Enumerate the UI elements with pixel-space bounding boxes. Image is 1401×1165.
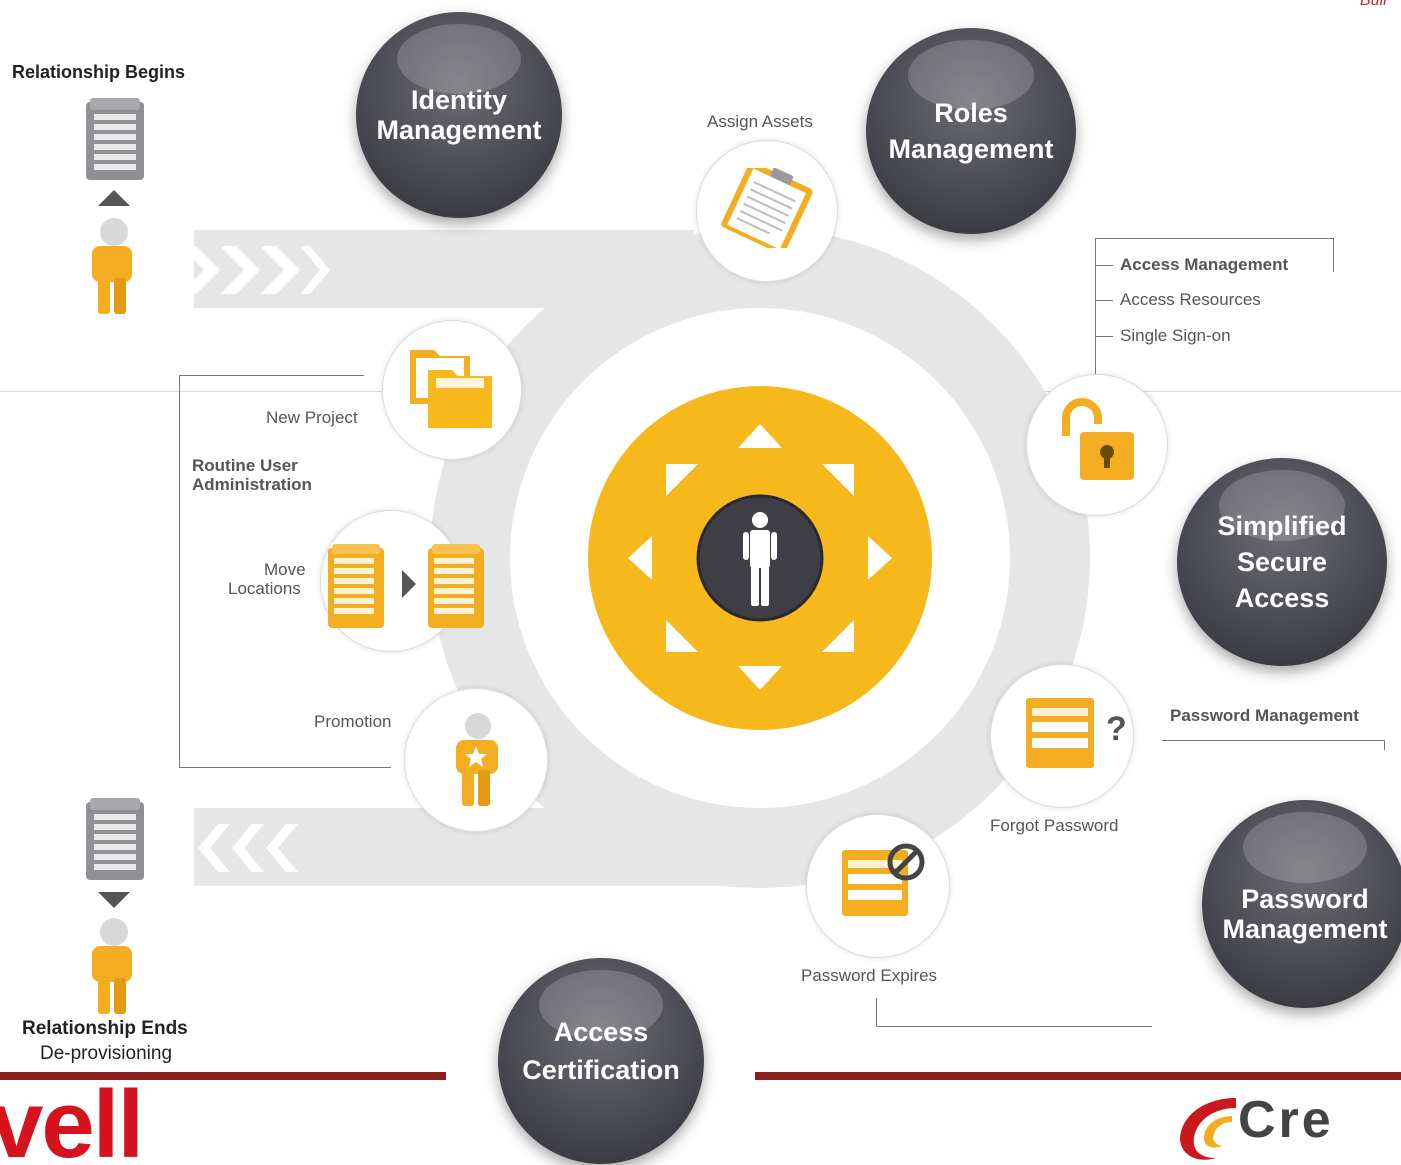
- back-chevrons-icon: [166, 824, 298, 872]
- crest-logo-text: Cre: [1238, 1094, 1334, 1149]
- bubble-line: Secure: [1236, 546, 1328, 577]
- move-label: Move: [264, 560, 306, 579]
- forward-chevrons-icon: [180, 246, 330, 294]
- password-bracket-top: [1162, 740, 1384, 741]
- blocked-card-icon: [842, 843, 925, 916]
- building-icon: [86, 798, 144, 880]
- password-card-icon: ?: [1026, 698, 1127, 768]
- padlock-icon: [1062, 398, 1134, 480]
- password-management-bubble[interactable]: Password Management: [1202, 800, 1401, 1008]
- move-buildings-icon: [328, 544, 484, 628]
- bubble-line: Identity: [410, 84, 507, 115]
- bubble-line: Management: [376, 115, 542, 145]
- tick: [1095, 300, 1113, 301]
- access-management-label: Access Management: [1120, 255, 1289, 274]
- password-management-label: Password Management: [1170, 706, 1359, 725]
- promotion-label: Promotion: [314, 712, 392, 731]
- bubble-line: Access: [1234, 583, 1330, 614]
- corner-text: Buil: [1360, 0, 1387, 9]
- down-arrow-icon: [98, 892, 130, 908]
- person-icon: [92, 918, 132, 1014]
- access-bracket-left: [1095, 238, 1096, 374]
- bubble-line: Management: [1222, 914, 1388, 944]
- central-compass: [588, 386, 932, 730]
- bubble-line: Simplified: [1217, 510, 1347, 541]
- admin-bracket-bottom: [179, 767, 391, 768]
- assign-assets-label: Assign Assets: [707, 112, 813, 131]
- routine-admin-label: Administration: [192, 475, 312, 494]
- folder-icon: [410, 350, 492, 428]
- simplified-secure-access-bubble[interactable]: Simplified Secure Access: [1177, 458, 1387, 666]
- access-bracket-top: [1095, 238, 1333, 239]
- crest-logo: Cre: [1176, 1094, 1401, 1165]
- deprovisioning-label: De-provisioning: [40, 1043, 173, 1064]
- novell-logo-text: vell: [0, 1076, 144, 1165]
- novell-logo: vell: [0, 1076, 180, 1165]
- clipboard-icon: [721, 168, 813, 248]
- password-bracket-bottom: [876, 1026, 1152, 1027]
- bubble-line: Certification: [522, 1055, 680, 1085]
- bubble-line: Access: [553, 1016, 649, 1047]
- forgot-password-label: Forgot Password: [990, 816, 1119, 835]
- locations-label: Locations: [228, 579, 301, 598]
- routine-admin-label: Routine User: [192, 456, 298, 475]
- roles-management-bubble[interactable]: Roles Management: [866, 28, 1076, 234]
- bubble-line: Management: [888, 134, 1054, 164]
- relationship-begins-label: Relationship Begins: [12, 62, 186, 82]
- bubble-line: Password: [1241, 883, 1369, 914]
- access-certification-bubble[interactable]: Access Certification: [498, 958, 704, 1164]
- password-expires-label: Password Expires: [801, 966, 938, 985]
- new-project-label: New Project: [266, 408, 358, 427]
- access-resources-label: Access Resources: [1120, 290, 1261, 309]
- footer-bar-right: [755, 1072, 1401, 1080]
- tick: [1095, 336, 1113, 337]
- onboarding-band: [194, 230, 694, 308]
- building-icon: [86, 98, 144, 180]
- single-sign-on-label: Single Sign-on: [1120, 326, 1231, 345]
- svg-text:?: ?: [1106, 710, 1127, 748]
- identity-management-bubble[interactable]: Identity Management: [356, 12, 562, 218]
- bubble-line: Roles: [934, 97, 1008, 128]
- access-bracket-right: [1333, 238, 1334, 272]
- up-arrow-icon: [98, 190, 130, 206]
- footer-bar-left: [0, 1072, 446, 1080]
- central-person-icon: [743, 512, 777, 606]
- star-person-icon: [456, 713, 498, 806]
- crest-swoosh-icon: [1180, 1098, 1236, 1160]
- person-icon: [92, 218, 132, 314]
- admin-bracket-top: [179, 375, 364, 376]
- admin-bracket-left: [179, 375, 180, 768]
- password-bracket-right: [1384, 740, 1385, 750]
- password-bracket-left: [876, 998, 877, 1026]
- tick: [1095, 265, 1113, 266]
- relationship-ends-label: Relationship Ends: [22, 1018, 188, 1039]
